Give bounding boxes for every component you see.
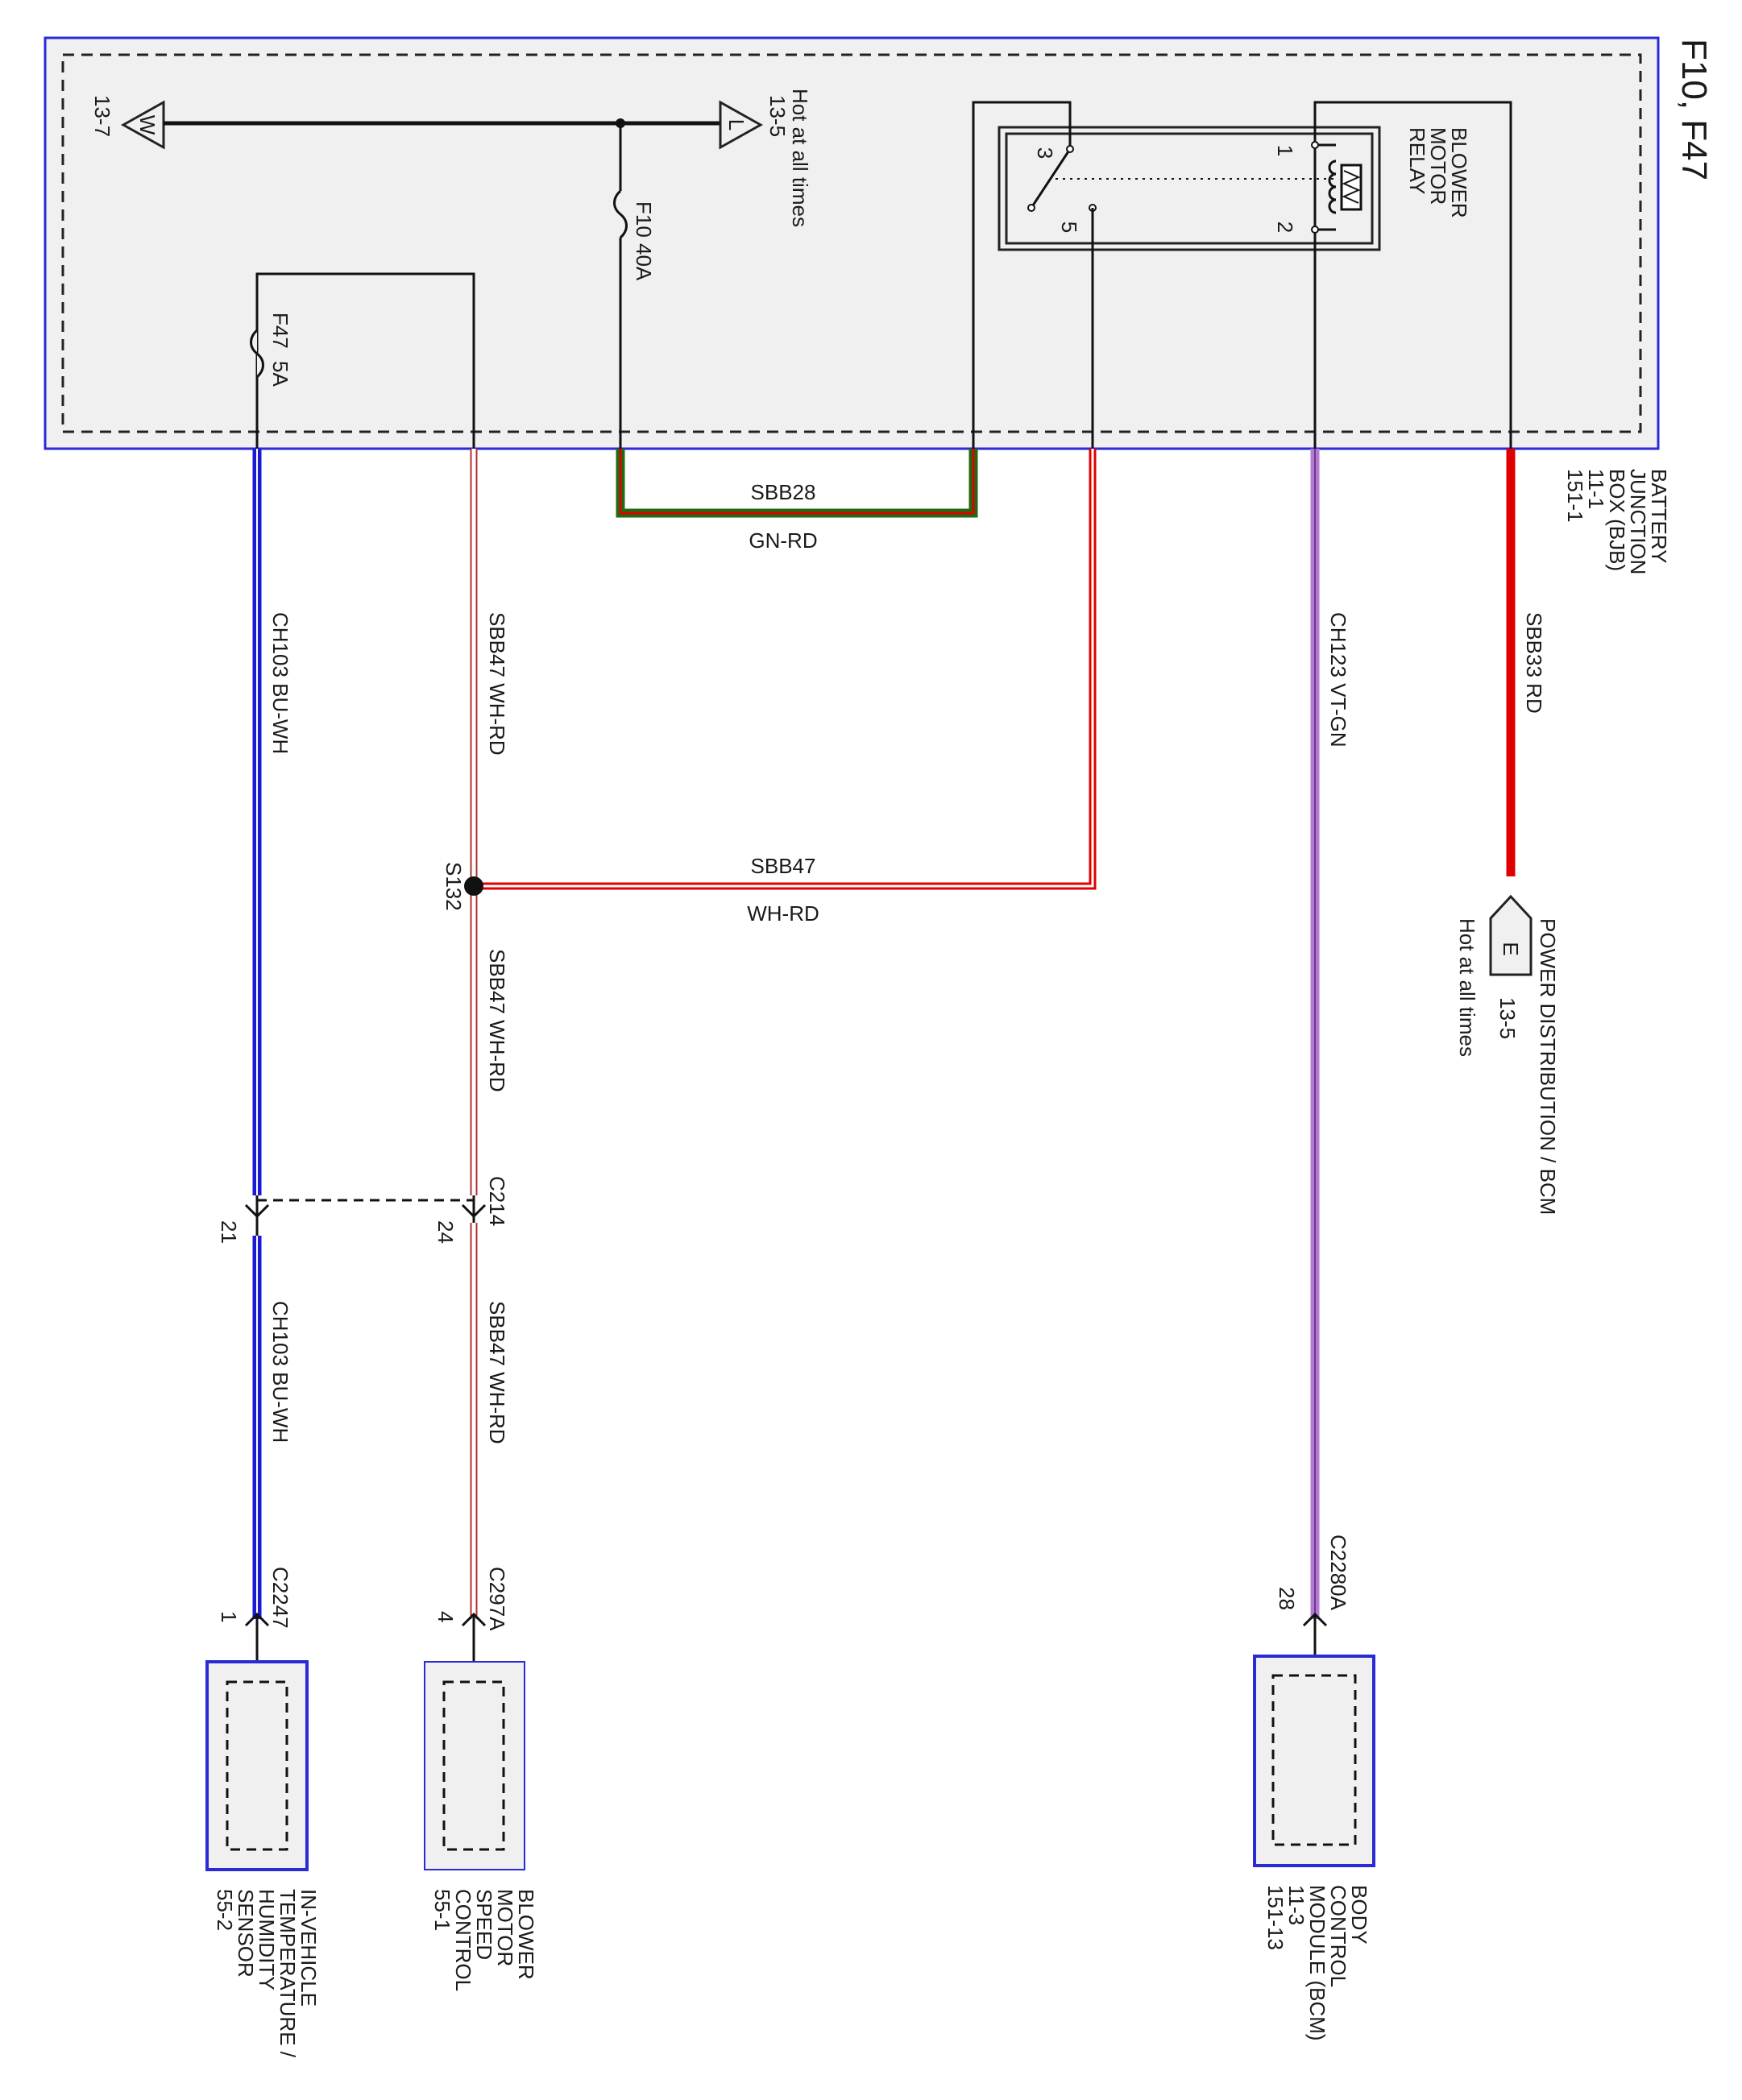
wire-sbb33: SBB33 RD bbox=[1506, 449, 1546, 876]
relay-pin-3: 3 bbox=[1033, 147, 1057, 159]
relay-pin-1: 1 bbox=[1273, 145, 1297, 156]
battery-junction-box bbox=[44, 36, 1660, 450]
sensor-name-line-5: 55-2 bbox=[213, 1889, 237, 1931]
connector-w: W 13-7 bbox=[90, 95, 165, 150]
bcm-name-line-4: 11-3 bbox=[1284, 1885, 1309, 1925]
speed-control-pin: 4 bbox=[433, 1611, 458, 1622]
wire-sbb47-h-color: WH-RD bbox=[747, 901, 819, 926]
connector-l-ref: 13-5 bbox=[765, 95, 790, 137]
fuse-f47-name: F47 bbox=[268, 313, 292, 349]
connector-w-letter: W bbox=[135, 115, 160, 135]
bcm-name-line-1: BODY bbox=[1347, 1885, 1371, 1945]
sensor-pin: 1 bbox=[217, 1611, 241, 1622]
component-blower-motor-speed-control: C297A 4 BLOWER MOTOR SPEED CONTROL 55-1 bbox=[424, 1567, 538, 1991]
wire-sbb47-vertical: SBB47 WH-RD SBB47 WH-RD SBB47 WH-RD bbox=[470, 449, 509, 1619]
page-title: F10, F47 bbox=[1674, 39, 1714, 180]
component-temp-humidity-sensor: C2247 1 IN-VEHICLE TEMPERATURE / HUMIDIT… bbox=[205, 1567, 321, 2058]
blower-motor-relay: 3 5 1 2 BLOWER MOTOR RELAY bbox=[972, 101, 1512, 449]
speed-control-name-line-4: CONTROL bbox=[451, 1889, 475, 1991]
wire-sbb47-upper-label: SBB47 WH-RD bbox=[485, 612, 509, 756]
wire-ch103-lower-label: CH103 BU-WH bbox=[268, 1301, 292, 1443]
connector-l-letter: L bbox=[724, 119, 749, 130]
relay-pin-2: 2 bbox=[1273, 222, 1297, 233]
bjb-name-line-2: JUNCTION bbox=[1626, 469, 1650, 574]
splice-s132-name: S132 bbox=[442, 862, 466, 911]
wire-sbb28-color: GN-RD bbox=[749, 528, 817, 553]
bcm-name-line-2: CONTROL bbox=[1326, 1885, 1350, 1987]
connector-c214-pin-b: 24 bbox=[433, 1220, 458, 1244]
wire-ch123-label: CH123 VT-GN bbox=[1326, 612, 1350, 748]
bcm-name-line-5: 151-13 bbox=[1263, 1885, 1288, 1950]
bjb-inner-dashed bbox=[61, 53, 1642, 433]
wire-sbb28-circuit: SBB28 bbox=[751, 480, 816, 504]
speed-control-name-line-1: BLOWER bbox=[514, 1889, 538, 1980]
bjb-label: BATTERY JUNCTION BOX (BJB) 11-1 151-1 bbox=[1563, 469, 1671, 574]
connector-c214-pin-a: 21 bbox=[217, 1220, 241, 1244]
fuse-f10-name: F10 bbox=[632, 201, 656, 238]
bjb-name-line-5: 151-1 bbox=[1563, 469, 1587, 523]
speed-control-name-line-2: MOTOR bbox=[493, 1889, 517, 1966]
sensor-name-line-4: SENSOR bbox=[234, 1889, 258, 1978]
wire-sbb47-middle-label: SBB47 WH-RD bbox=[485, 949, 509, 1092]
wire-sbb47-h-circuit: SBB47 bbox=[751, 854, 816, 878]
bjb-name-line-1: BATTERY bbox=[1647, 469, 1671, 564]
wire-sbb47-lower-label: SBB47 WH-RD bbox=[485, 1301, 509, 1444]
wire-ch103-upper-label: CH103 BU-WH bbox=[268, 612, 292, 754]
bjb-name-line-4: 11-1 bbox=[1584, 469, 1608, 509]
fuse-f10-rating: 40A bbox=[632, 243, 656, 281]
power-dist-title: POWER DISTRIBUTION / BCM bbox=[1536, 918, 1560, 1215]
relay-pin-5: 5 bbox=[1057, 222, 1081, 233]
power-distribution-connector: E POWER DISTRIBUTION / BCM 13-5 Hot at a… bbox=[1455, 894, 1560, 1215]
component-body-control-module: C2280A 28 BODY CONTROL MODULE (BCM) 11-3… bbox=[1253, 1535, 1375, 2041]
connector-w-ref: 13-7 bbox=[90, 95, 114, 137]
wire-ch123: CH123 VT-GN bbox=[1310, 449, 1350, 1619]
connector-l: L Hot at all times 13-5 bbox=[719, 89, 812, 227]
splice-s132: S132 bbox=[442, 862, 483, 911]
wire-sbb47-horizontal: SBB47 WH-RD bbox=[474, 449, 1097, 926]
wire-sbb33-label: SBB33 RD bbox=[1522, 612, 1546, 714]
speed-control-name-line-3: SPEED bbox=[472, 1889, 496, 1960]
bcm-pin: 28 bbox=[1275, 1587, 1299, 1610]
connector-l-note: Hot at all times bbox=[788, 89, 812, 227]
power-dist-letter: E bbox=[1499, 942, 1523, 955]
wire-sbb28: SBB28 GN-RD bbox=[616, 449, 978, 553]
connector-c214: C214 21 24 bbox=[217, 1176, 509, 1244]
fuse-f10: F10 40A bbox=[613, 123, 656, 449]
bcm-name-line-3: MODULE (BCM) bbox=[1305, 1885, 1329, 2041]
power-dist-ref: 13-5 bbox=[1495, 997, 1520, 1039]
fuse-f47: F47 5A bbox=[250, 272, 475, 449]
speed-control-name-line-5: 55-1 bbox=[430, 1889, 454, 1931]
bcm-connector: C2280A bbox=[1326, 1535, 1350, 1611]
speed-control-connector: C297A bbox=[485, 1567, 509, 1631]
relay-name-line-1: BLOWER bbox=[1447, 127, 1471, 218]
sensor-name-line-1: IN-VEHICLE bbox=[297, 1889, 321, 2007]
wire-ch103: CH103 BU-WH CH103 BU-WH bbox=[252, 449, 292, 1619]
sensor-name-line-2: TEMPERATURE / bbox=[276, 1889, 300, 2058]
relay-name-line-2: MOTOR bbox=[1426, 127, 1450, 205]
power-dist-note: Hot at all times bbox=[1455, 918, 1479, 1057]
sensor-name-line-3: HUMIDITY bbox=[255, 1889, 279, 1990]
fuse-f47-rating: 5A bbox=[268, 361, 292, 387]
bjb-outline bbox=[44, 36, 1660, 450]
bjb-name-line-3: BOX (BJB) bbox=[1605, 469, 1629, 571]
connector-c214-name: C214 bbox=[485, 1176, 509, 1226]
relay-name-line-3: RELAY bbox=[1405, 127, 1429, 194]
sensor-connector: C2247 bbox=[268, 1567, 292, 1629]
